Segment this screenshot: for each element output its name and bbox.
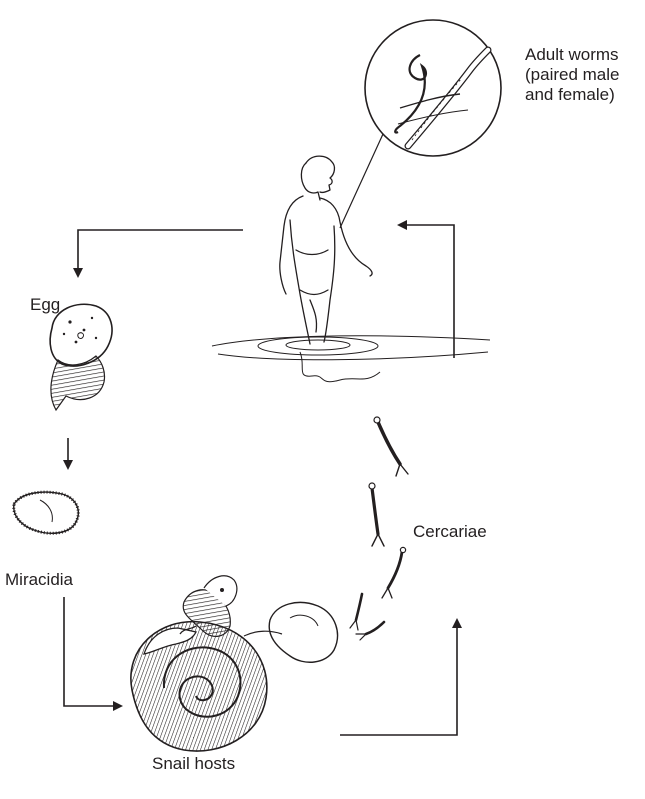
arrow-miracidia-to-snail	[64, 597, 121, 706]
miracidium-icon	[14, 492, 79, 533]
label-adult-worms: Adult worms (paired male and female)	[525, 45, 620, 105]
small-snail-icon	[244, 602, 337, 662]
human-figure	[280, 156, 372, 344]
cercaria-icon	[382, 547, 406, 598]
cercaria-icon	[356, 622, 384, 640]
label-cercariae: Cercariae	[413, 522, 487, 542]
water-ripples	[212, 336, 490, 382]
cercaria-icon	[350, 594, 362, 630]
cercaria-icon	[369, 483, 384, 546]
cercariae-group	[350, 417, 408, 640]
label-miracidia: Miracidia	[5, 570, 73, 590]
egg-icon	[50, 304, 112, 410]
snail-icon	[131, 622, 267, 751]
arrow-human-to-egg	[78, 230, 243, 276]
adult-worms-icon	[340, 20, 501, 228]
label-snail-hosts: Snail hosts	[152, 754, 235, 774]
cercaria-icon	[374, 417, 408, 476]
arrow-snail-to-cercariae	[340, 620, 457, 735]
label-egg: Egg	[30, 295, 60, 315]
